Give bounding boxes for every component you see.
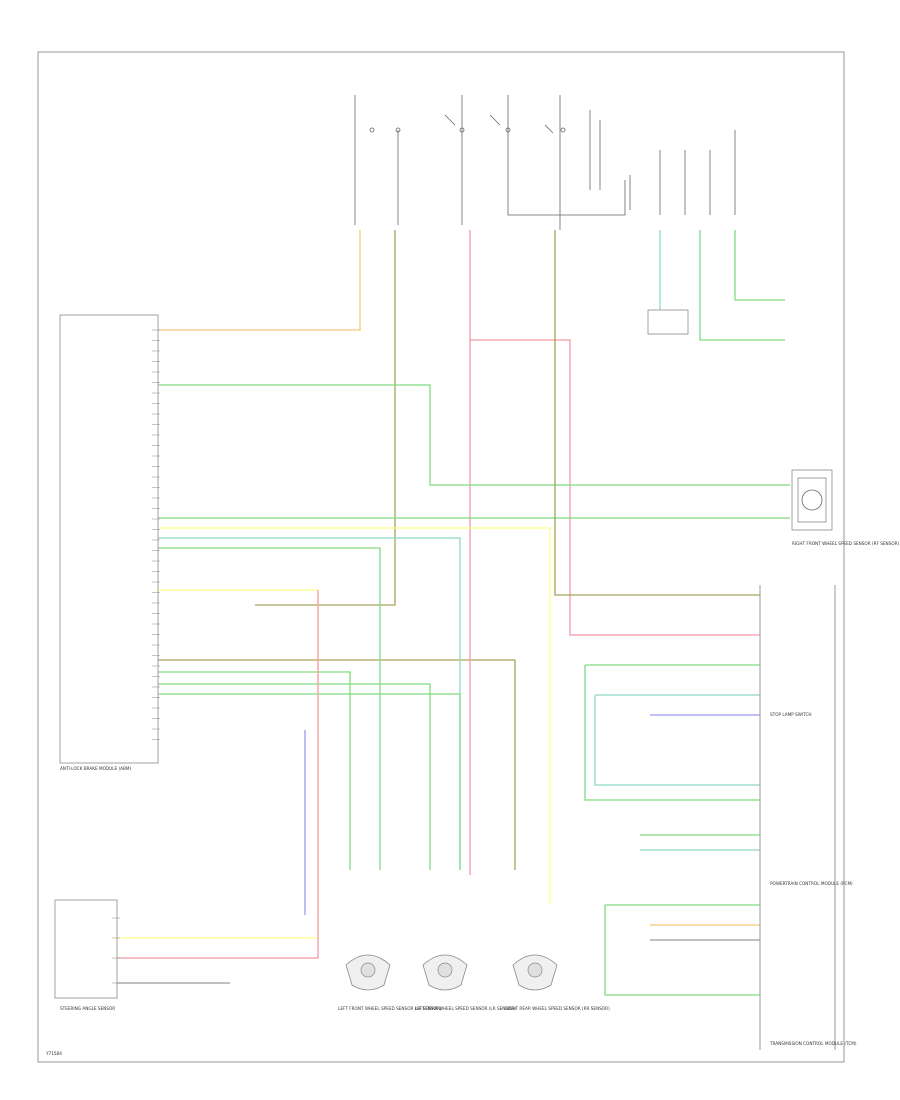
- sensor-lf-face: [360, 962, 376, 978]
- rf-sensor-face: [797, 477, 827, 523]
- yaw-sensor-label: STEERING ANGLE SENSOR: [60, 1006, 115, 1011]
- sensor-rr: RIGHT REAR WHEEL SPEED SENSOR (RR SENSOR…: [505, 954, 610, 1011]
- pcm-label: POWERTRAIN CONTROL MODULE (PCM): [770, 881, 853, 886]
- sensor-rr-label: RIGHT REAR WHEEL SPEED SENSOR (RR SENSOR…: [505, 1006, 610, 1011]
- wire-green-9: [158, 547, 381, 870]
- wire-green-20: [584, 664, 760, 801]
- wire-pink-28: [117, 590, 319, 959]
- wire-yellow-7: [158, 527, 551, 905]
- right-module-bracket: [759, 585, 836, 1050]
- wire-orange-0: [158, 230, 361, 331]
- tcm-label: TRANSMISSION CONTROL MODULE (TCM): [769, 1041, 857, 1046]
- wire-teal-21: [594, 694, 760, 786]
- module-labels: ANTI-LOCK BRAKE MODULE (ABM) STEERING AN…: [60, 541, 900, 1046]
- sensor-rr-face: [527, 962, 543, 978]
- wire-green-12: [158, 683, 431, 870]
- wires-layer: [117, 230, 790, 996]
- wire-teal-8: [158, 537, 461, 870]
- yaw-sensor-pins: [112, 917, 120, 984]
- footer-code: Y71584: [45, 1051, 62, 1056]
- wire-green-11: [158, 671, 351, 870]
- wire-green-13: [158, 693, 461, 870]
- diagram-frame: [37, 51, 845, 1063]
- wire-pink-3: [469, 230, 760, 636]
- wire-green-25: [604, 904, 760, 996]
- sensor-lf-label: LEFT FRONT WHEEL SPEED SENSOR (LF SENSOR…: [338, 1006, 442, 1011]
- fuse-block: [354, 95, 626, 230]
- sensor-lr: LEFT REAR WHEEL SPEED SENSOR (LR SENSOR): [415, 954, 516, 1011]
- sensor-lr-face: [437, 962, 453, 978]
- sensor-lf: LEFT FRONT WHEEL SPEED SENSOR (LF SENSOR…: [338, 954, 442, 1011]
- wheel-speed-sensors: LEFT FRONT WHEEL SPEED SENSOR (LF SENSOR…: [338, 954, 610, 1011]
- wire-olive-2: [158, 659, 516, 870]
- wire-olive-10: [554, 230, 760, 596]
- wire-green-5: [158, 384, 790, 486]
- sensor-lr-label: LEFT REAR WHEEL SPEED SENSOR (LR SENSOR): [415, 1006, 516, 1011]
- wire-green-18: [734, 230, 785, 301]
- stop-lamp-switch-label: STOP LAMP SWITCH: [770, 712, 812, 717]
- wire-green-19: [699, 230, 785, 341]
- abs-module-pins: [152, 329, 160, 740]
- stop-lamp-switch: [629, 130, 736, 335]
- wire-olive-1: [255, 230, 396, 606]
- yaw-sensor-box: [54, 899, 118, 999]
- abs-module-box: [59, 314, 159, 764]
- rf-sensor-icon: [801, 489, 823, 511]
- abs-module-label: ANTI-LOCK BRAKE MODULE (ABM): [60, 766, 131, 771]
- rf-sensor-label: RIGHT FRONT WHEEL SPEED SENSOR (RF SENSO…: [792, 541, 900, 546]
